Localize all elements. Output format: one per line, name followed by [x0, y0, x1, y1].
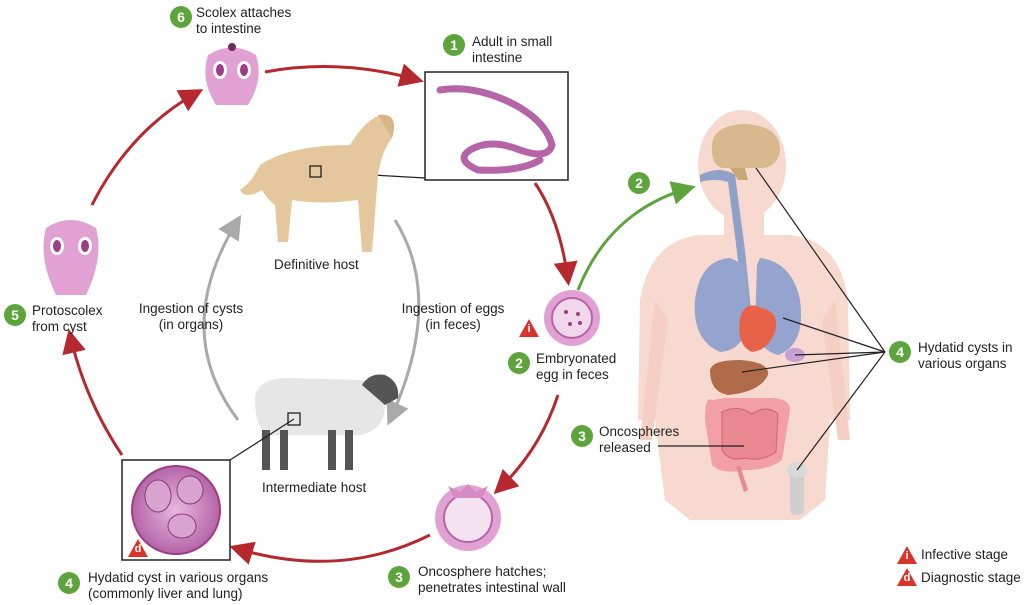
stage-3b-badge: 3 [571, 425, 593, 447]
diagnostic-stage-marker: d [127, 538, 149, 558]
stage-5-badge: 5 [4, 304, 26, 326]
stage-3a-label: Oncosphere hatches;penetrates intestinal… [418, 564, 566, 595]
cycle-arrows [62, 63, 578, 565]
legend-infective-label: Infective stage [921, 547, 1009, 562]
legend-diagnostic-icon: d [896, 567, 918, 587]
host-transmission-arrows [202, 214, 421, 426]
heart-icon [739, 305, 777, 352]
stage-2b-badge: 2 [628, 172, 650, 194]
oncosphere-illustration [435, 484, 501, 551]
zoom-line-sheep [229, 418, 295, 461]
stage-4a-label: Hydatid cyst in various organs(commonly … [88, 570, 269, 601]
human-route-arrow [576, 181, 696, 291]
legend-infective-icon: i [896, 545, 918, 565]
stage-4b-badge: 4 [889, 341, 911, 363]
adult-worm-illustration [424, 71, 569, 181]
airway-icon [700, 170, 752, 320]
stage-1-badge: 1 [443, 34, 465, 56]
stage-4a-badge: 4 [58, 572, 80, 594]
liver-icon [710, 360, 769, 395]
legend-diagnostic-label: Diagnostic stage [921, 570, 1021, 585]
organ-leader-lines [658, 167, 886, 471]
dog-illustration [240, 114, 395, 252]
embryonated-egg-illustration [544, 290, 600, 346]
definitive-host-label: Definitive host [274, 257, 359, 272]
stage-3a-badge: 3 [388, 566, 410, 588]
eggs-route-label: Ingestion of eggs(in feces) [401, 301, 505, 332]
protoscolex-illustration [43, 220, 99, 295]
stage-6-badge: 6 [170, 6, 192, 28]
scolex-illustration [205, 43, 259, 105]
brain-icon [711, 124, 780, 180]
sheep-illustration [255, 374, 399, 470]
infective-stage-marker: i [518, 318, 540, 338]
cysts-route-label: Ingestion of cysts(in organs) [138, 301, 244, 332]
stage-2a-badge: 2 [508, 352, 530, 374]
intermediate-host-label: Intermediate host [262, 480, 367, 495]
